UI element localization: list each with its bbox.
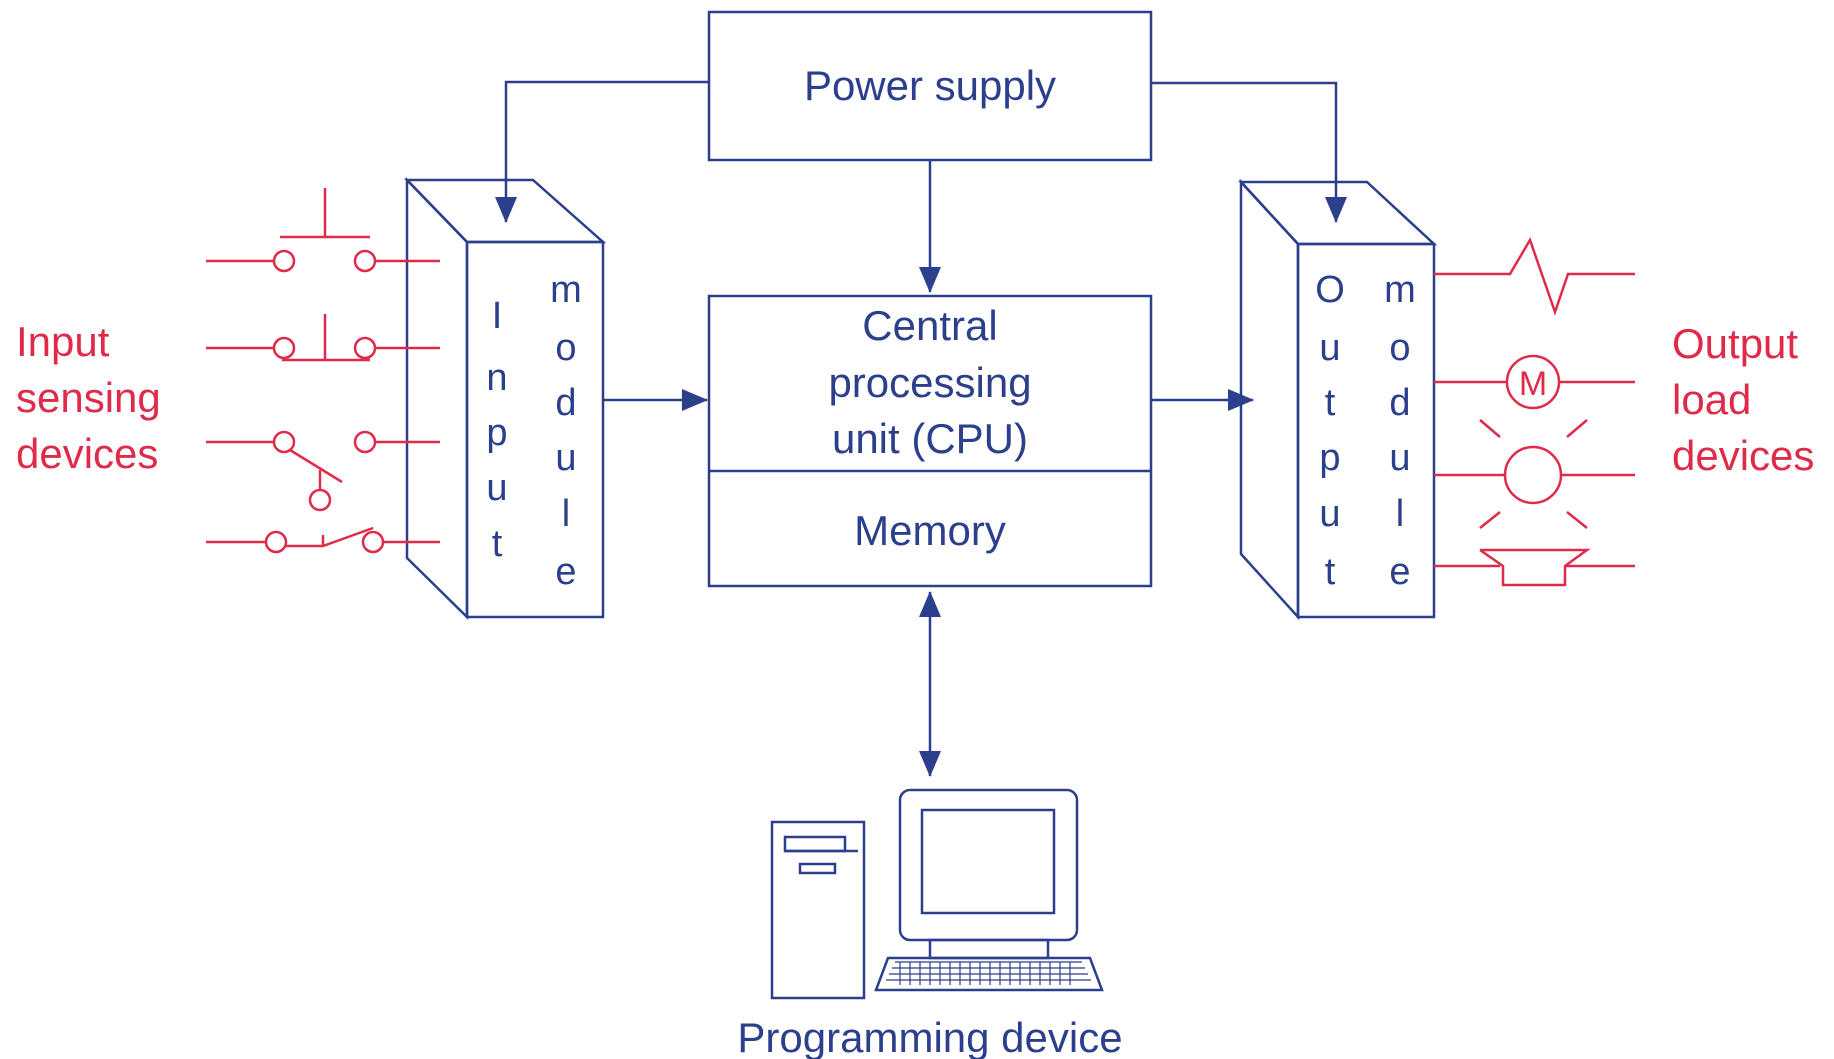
power-connections (495, 80, 1347, 293)
memory-label: Memory (854, 507, 1006, 554)
svg-text:p: p (486, 412, 507, 454)
power-supply-block: Power supply (707, 10, 1153, 162)
svg-text:o: o (555, 327, 576, 369)
programming-device-label: Programming device (737, 1014, 1122, 1059)
svg-text:devices: devices (16, 430, 158, 477)
svg-text:u: u (1319, 493, 1340, 535)
svg-text:devices: devices (1672, 432, 1814, 479)
svg-text:p: p (1319, 437, 1340, 479)
svg-text:t: t (492, 523, 503, 565)
svg-text:u: u (555, 437, 576, 479)
output-module (1238, 178, 1438, 621)
horn-icon (1434, 548, 1635, 587)
svg-text:u: u (1319, 327, 1340, 369)
svg-text:u: u (1389, 437, 1410, 479)
svg-text:Output: Output (1672, 320, 1798, 367)
lamp-icon (1434, 419, 1635, 529)
power-supply-label: Power supply (804, 62, 1056, 109)
svg-text:u: u (486, 467, 507, 509)
svg-text:e: e (555, 551, 576, 593)
cpu-label-line3: unit (CPU) (832, 415, 1028, 462)
output-load-label: Output load devices (1672, 320, 1814, 479)
svg-text:l: l (1396, 493, 1404, 535)
svg-text:load: load (1672, 376, 1751, 423)
svg-text:sensing: sensing (16, 374, 161, 421)
input-sensing-label: Input sensing devices (16, 318, 161, 477)
input-module (404, 176, 607, 620)
output-module-text: O u t p u t m o d u l e (1315, 269, 1416, 593)
selector-switch-icon (206, 430, 440, 512)
svg-text:Input: Input (16, 318, 110, 365)
cpu-block: Central processing unit (CPU) Memory (707, 294, 1153, 588)
svg-text:t: t (1325, 551, 1336, 593)
svg-text:l: l (562, 493, 570, 535)
svg-text:d: d (555, 382, 576, 424)
input-module-text: I n p u t m o d u l e (486, 269, 581, 593)
motor-icon (1434, 354, 1635, 410)
svg-text:e: e (1389, 551, 1410, 593)
svg-text:o: o (1389, 327, 1410, 369)
input-devices (206, 188, 440, 554)
heater-icon (1434, 237, 1635, 316)
svg-text:n: n (486, 357, 507, 399)
svg-text:O: O (1315, 269, 1345, 311)
motor-symbol: M (1519, 365, 1547, 403)
svg-text:m: m (1384, 269, 1416, 311)
svg-text:t: t (1325, 382, 1336, 424)
svg-text:d: d (1389, 382, 1410, 424)
svg-text:I: I (492, 295, 503, 337)
pushbutton-nc-icon (206, 314, 440, 362)
svg-text:m: m (550, 269, 582, 311)
pushbutton-no-icon (206, 188, 440, 273)
cpu-label-line2: processing (828, 359, 1031, 406)
output-devices (1434, 237, 1635, 587)
cpu-label-line1: Central (862, 302, 997, 349)
limit-switch-icon (206, 526, 440, 554)
computer-icon (770, 788, 1104, 1000)
